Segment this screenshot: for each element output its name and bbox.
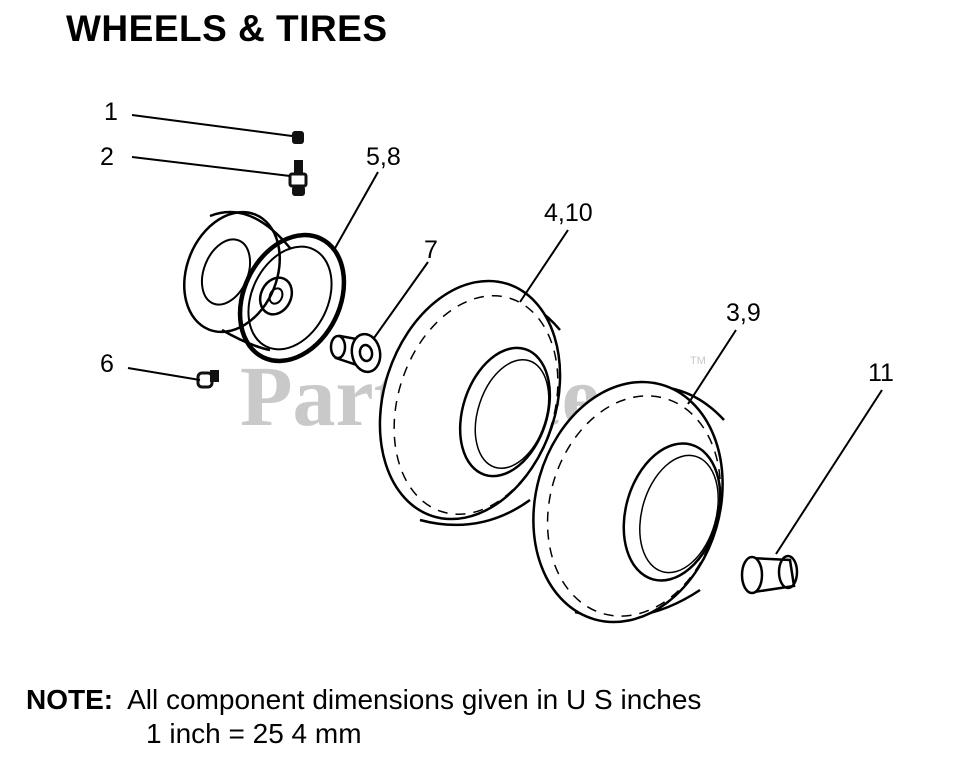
part-bushing[interactable] (329, 332, 383, 374)
note-line-1: All component dimensions given in U S in… (127, 684, 702, 715)
callout-6: 6 (100, 350, 114, 378)
callout-11: 11 (868, 359, 894, 387)
callout-5-8: 5,8 (366, 143, 401, 171)
page-title: WHEELS & TIRES (66, 8, 388, 49)
callout-1: 1 (104, 98, 118, 126)
callout-7: 7 (424, 236, 438, 264)
part-tire-rear[interactable] (506, 359, 750, 644)
part-hub-cap[interactable] (740, 554, 799, 595)
part-rim[interactable] (167, 198, 364, 379)
callout-3-9: 3,9 (726, 299, 761, 327)
part-tire-front[interactable] (351, 257, 590, 542)
watermark-tm: TM (690, 355, 706, 367)
part-valve-cap[interactable] (292, 131, 304, 144)
part-grease-fitting[interactable] (196, 370, 219, 389)
dimension-note: NOTE: All component dimensions given in U… (26, 683, 702, 749)
callout-2: 2 (100, 143, 114, 171)
note-line-2: 1 inch = 25 4 mm (146, 718, 362, 749)
note-label: NOTE: (26, 684, 114, 715)
callout-4-10: 4,10 (544, 199, 593, 227)
leader-lines (127, 114, 883, 555)
part-valve-stem[interactable] (288, 160, 308, 196)
